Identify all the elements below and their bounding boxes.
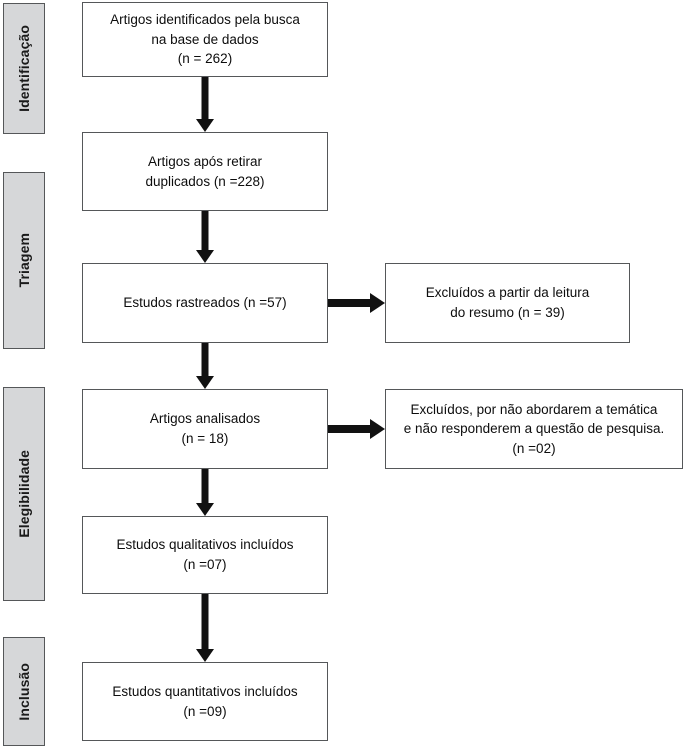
stage-label-identificacao: Identificação (16, 25, 32, 112)
node-excluidos-tematica-text: Excluídos, por não abordarem a temática … (403, 401, 665, 456)
stage-inclusao: Inclusão (3, 637, 45, 746)
node-rastreados: Estudos rastreados (n =57) (82, 263, 328, 343)
node-apos-duplicados-text: Artigos após retirar duplicados (n =228) (145, 153, 265, 189)
node-analisados: Artigos analisados (n = 18) (82, 389, 328, 469)
node-qualitativos: Estudos qualitativos incluídos (n =07) (82, 516, 328, 594)
node-qualitativos-text: Estudos qualitativos incluídos (n =07) (116, 537, 294, 572)
stage-label-elegibilidade: Elegibilidade (16, 450, 32, 538)
node-quantitativos-text: Estudos quantitativos incluídos (n =09) (112, 683, 298, 719)
stage-elegibilidade: Elegibilidade (3, 387, 45, 601)
node-apos-duplicados: Artigos após retirar duplicados (n =228) (82, 132, 328, 211)
stage-label-triagem: Triagem (16, 233, 32, 288)
stage-identificacao: Identificação (3, 3, 45, 134)
stage-triagem: Triagem (3, 172, 45, 349)
node-excluidos-tematica: Excluídos, por não abordarem a temática … (385, 389, 683, 469)
node-excluidos-resumo: Excluídos a partir da leitura do resumo … (385, 263, 630, 343)
node-rastreados-text: Estudos rastreados (n =57) (123, 295, 287, 311)
node-identificados-text: Artigos identificados pela busca na base… (110, 12, 300, 67)
node-quantitativos: Estudos quantitativos incluídos (n =09) (82, 662, 328, 741)
stage-label-inclusao: Inclusão (16, 662, 32, 721)
node-excluidos-resumo-text: Excluídos a partir da leitura do resumo … (425, 285, 590, 320)
node-identificados: Artigos identificados pela busca na base… (82, 2, 328, 77)
node-analisados-text: Artigos analisados (n = 18) (149, 411, 261, 446)
